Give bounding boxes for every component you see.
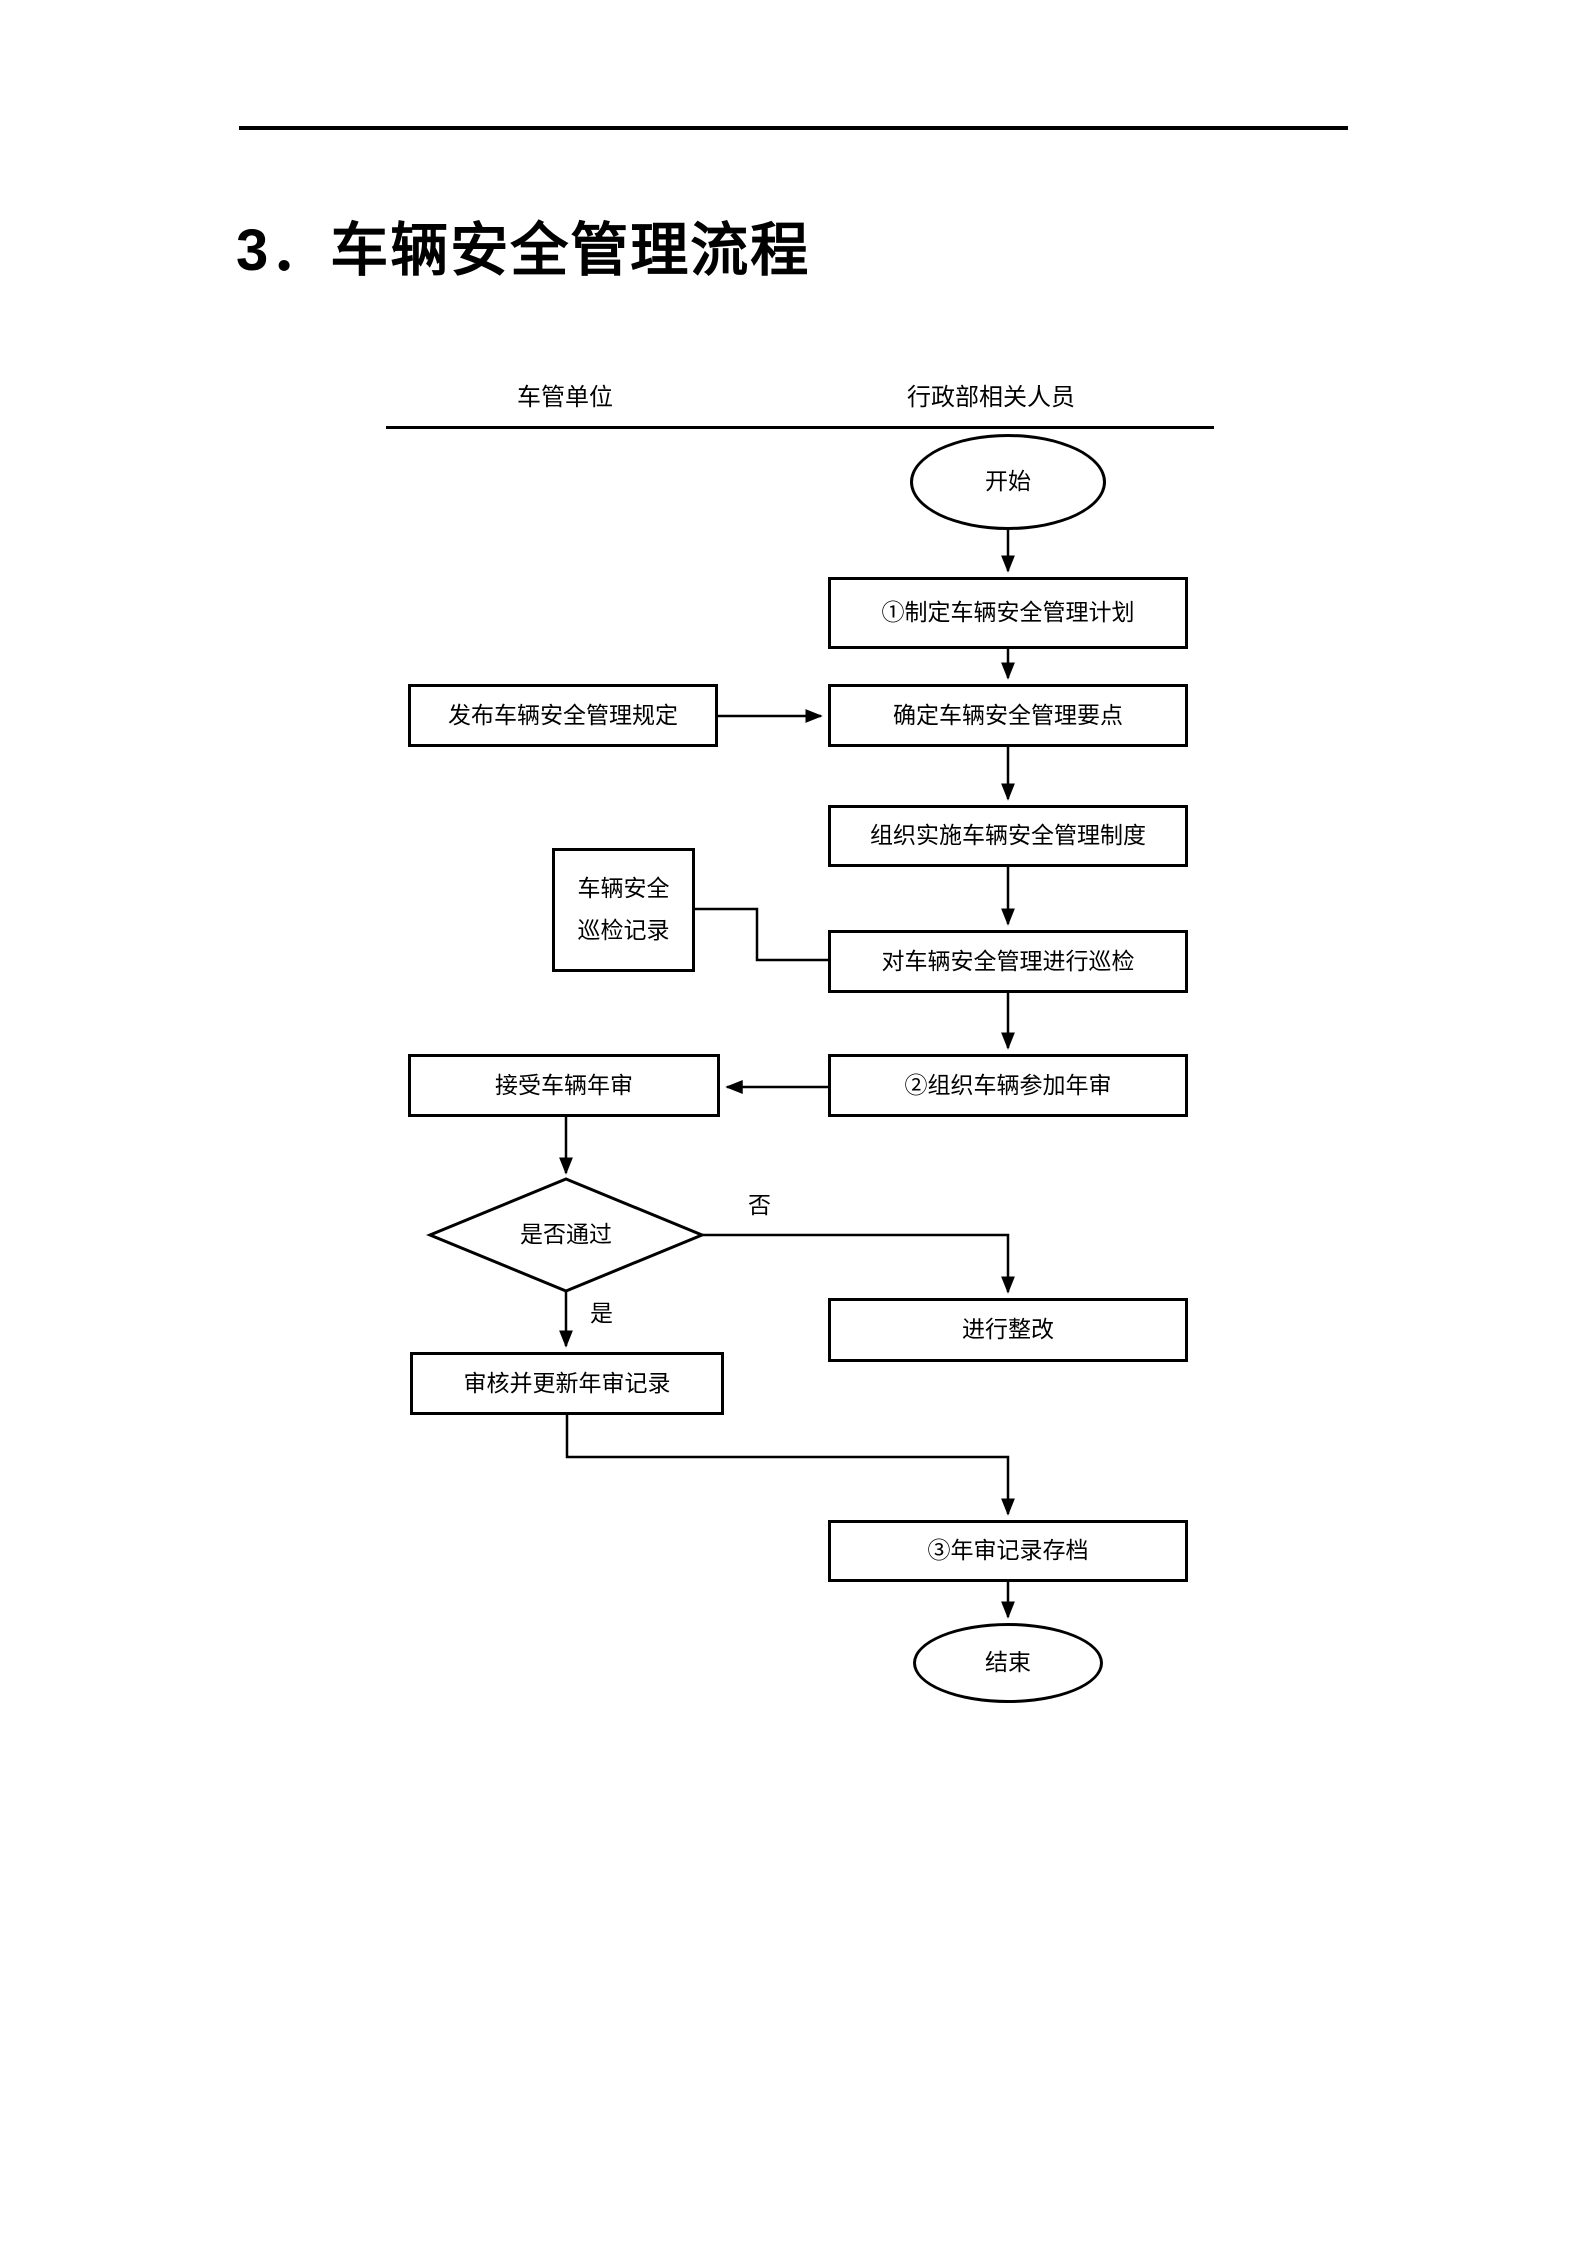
flow-step-rectify: 进行整改 (828, 1298, 1188, 1362)
flow-step-define-key-points-label: 确定车辆安全管理要点 (893, 701, 1123, 728)
flow-step-archive-record: ③年审记录存档 (828, 1520, 1188, 1582)
flow-doc-patrol-record: 车辆安全 巡检记录 (552, 848, 695, 972)
flow-step-organize-annual-review-label: ②组织车辆参加年审 (904, 1071, 1112, 1098)
flow-step-accept-annual-review-label: 接受车辆年审 (495, 1071, 633, 1098)
flow-step-make-plan: ①制定车辆安全管理计划 (828, 577, 1188, 649)
flow-step-patrol-inspection-label: 对车辆安全管理进行巡检 (881, 947, 1135, 974)
flow-start-label: 开始 (985, 468, 1031, 495)
branch-label-yes: 是 (590, 1300, 613, 1326)
flow-end-terminator: 结束 (913, 1623, 1103, 1703)
lane-divider-line (386, 426, 1214, 429)
flow-step-archive-record-label: ③年审记录存档 (927, 1537, 1089, 1564)
flow-step-review-update-record-label: 审核并更新年审记录 (463, 1369, 671, 1396)
flow-step-patrol-inspection: 对车辆安全管理进行巡检 (828, 930, 1188, 993)
flow-step-implement-system: 组织实施车辆安全管理制度 (828, 805, 1188, 867)
flow-step-publish-regulation: 发布车辆安全管理规定 (408, 684, 718, 747)
flow-step-make-plan-label: ①制定车辆安全管理计划 (881, 599, 1135, 626)
flow-step-define-key-points: 确定车辆安全管理要点 (828, 684, 1188, 747)
flow-step-rectify-label: 进行整改 (962, 1316, 1054, 1343)
flow-step-publish-regulation-label: 发布车辆安全管理规定 (448, 701, 678, 728)
flow-step-organize-annual-review: ②组织车辆参加年审 (828, 1054, 1188, 1117)
flow-doc-patrol-record-line1: 车辆安全 (577, 875, 670, 902)
flow-step-implement-system-label: 组织实施车辆安全管理制度 (870, 822, 1146, 849)
flow-start-terminator: 开始 (910, 434, 1106, 530)
flow-step-accept-annual-review: 接受车辆年审 (408, 1054, 720, 1117)
header-rule (239, 126, 1348, 130)
flow-decision-pass: 是否通过 (430, 1179, 702, 1291)
page-title: 3．车辆安全管理流程 (236, 218, 811, 283)
lane-label-admin-department-staff: 行政部相关人员 (907, 384, 1075, 411)
flow-end-label: 结束 (985, 1649, 1031, 1676)
flow-doc-patrol-record-line2: 巡检记录 (577, 917, 670, 943)
flow-decision-pass-label: 是否通过 (520, 1221, 612, 1248)
lane-label-vehicle-management-unit: 车管单位 (517, 384, 613, 411)
branch-label-no: 否 (748, 1192, 771, 1218)
flow-step-review-update-record: 审核并更新年审记录 (410, 1352, 724, 1415)
